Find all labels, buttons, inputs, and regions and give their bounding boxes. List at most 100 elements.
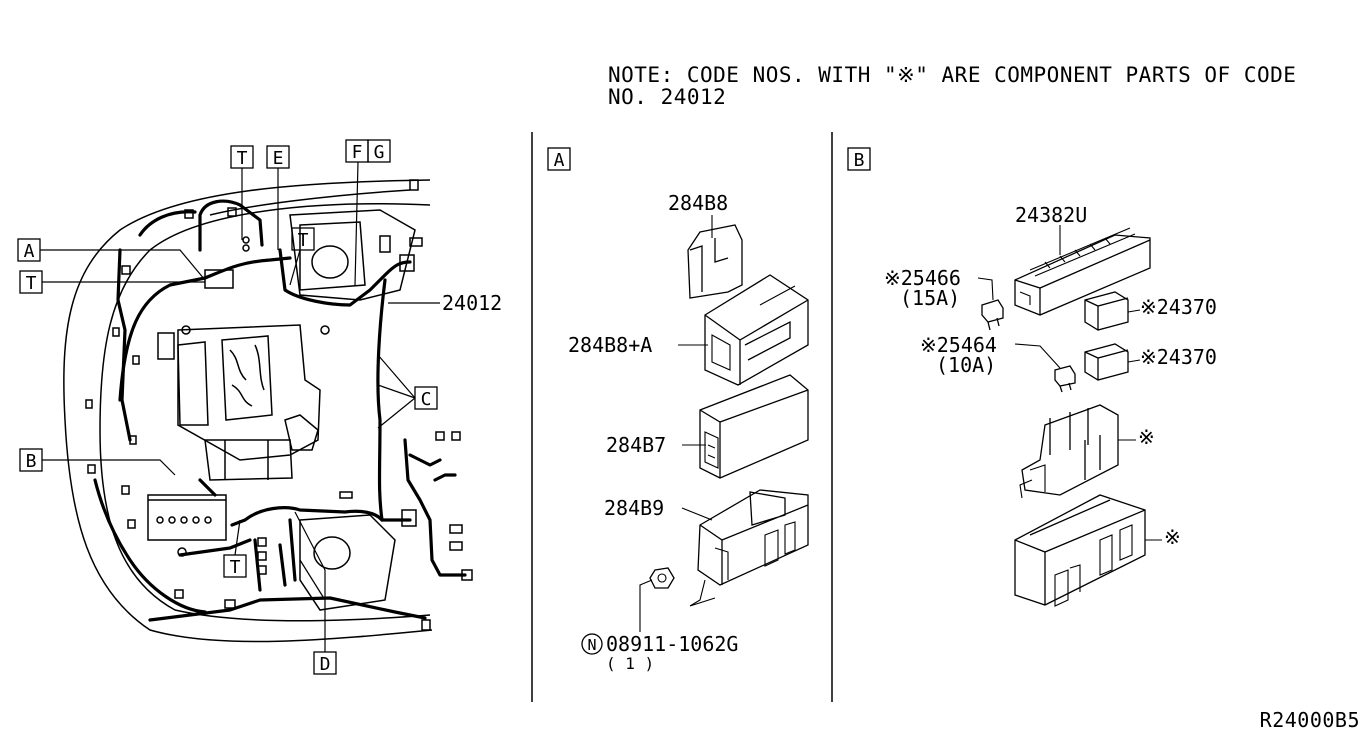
leader-24370-lower	[1127, 359, 1141, 363]
panel-a-title: A	[554, 150, 565, 171]
label-25466-rating: (15A)	[900, 286, 960, 310]
ground-bolt	[320, 325, 330, 335]
part-284B7-terminals	[704, 431, 719, 469]
leader-24370-upper	[1127, 309, 1141, 313]
leader-nut	[639, 579, 653, 632]
harness-right-branch	[403, 438, 467, 577]
callout-box-E	[266, 145, 290, 169]
part-284B8A-slots	[711, 285, 796, 371]
ground-bolt	[181, 325, 191, 335]
leader-25464	[1014, 343, 1061, 369]
intake-manifold	[221, 335, 273, 421]
leader-D2	[299, 559, 326, 601]
upper-cowl	[289, 209, 416, 301]
harness-side-down	[376, 278, 387, 522]
harness-upper-left	[138, 210, 197, 237]
callout-box-B	[19, 448, 43, 472]
connector	[127, 519, 136, 529]
callout-box-T	[230, 145, 254, 169]
nut-symbol-circle	[581, 633, 603, 655]
leader-A	[40, 249, 206, 281]
part-24370-relay-lower	[1084, 343, 1129, 381]
panel-b-labels: B 24382U ※25466 (15A) ※24370 ※25464 (10A…	[854, 150, 1217, 549]
callout-box-A	[17, 238, 41, 262]
harness-upper-run	[198, 199, 264, 252]
label-284B7: 284B7	[606, 433, 666, 457]
connector	[129, 435, 137, 445]
callout-T: T	[237, 148, 248, 169]
engine-block	[177, 324, 321, 461]
leader-C2	[377, 384, 416, 399]
label-25464: ※25464	[920, 333, 997, 357]
panel-a-leaders	[639, 215, 713, 632]
harness-left-down	[93, 478, 207, 614]
intake-runners	[229, 344, 265, 407]
callout-box-T	[291, 227, 315, 251]
leader-F	[354, 161, 359, 286]
part-284B8A-block	[704, 274, 809, 386]
panel-a-labels: A 284B8 284B8+A 284B7 284B9 N 08911-1062…	[554, 150, 739, 673]
connector	[435, 431, 445, 441]
callout-C: C	[421, 389, 432, 410]
callout-boxes	[17, 139, 438, 675]
component-lower-box-clips	[1054, 524, 1133, 607]
label-25466: ※25466	[884, 266, 961, 290]
harness-left-side	[116, 248, 132, 442]
connector	[227, 207, 237, 217]
battery-cell	[204, 516, 212, 524]
connector	[112, 327, 120, 337]
leader-C3	[377, 397, 416, 429]
harness-main-top	[118, 256, 292, 402]
connector	[379, 235, 391, 253]
battery	[147, 494, 227, 541]
component-lower-box	[1014, 494, 1146, 606]
part-25464-fuse	[1054, 365, 1076, 393]
part-25466-fuse	[981, 299, 1004, 331]
note-line2: NO. 24012	[608, 85, 727, 109]
connector	[451, 431, 461, 441]
label-24370-lower: ※24370	[1140, 345, 1217, 369]
component-bracket	[1021, 404, 1119, 496]
callout-letters: T E F G A T T B C D T 24012	[24, 142, 503, 675]
nut-hole	[657, 573, 667, 583]
wiring-harness	[93, 199, 467, 622]
panel-b-leaders	[977, 225, 1162, 541]
part-24382U-block	[1014, 234, 1151, 316]
transaxle	[204, 439, 293, 481]
connector	[409, 179, 419, 191]
connector	[399, 254, 415, 272]
harness-right-branch2	[408, 453, 457, 482]
connector	[121, 265, 131, 275]
callout-leaders	[40, 161, 440, 652]
leader-T-mid	[289, 249, 301, 286]
connector	[184, 209, 194, 219]
leader-25466	[977, 277, 994, 301]
part-284B9-tray	[697, 489, 809, 586]
panel-a-title-box	[547, 147, 571, 171]
part-284B9-clips	[689, 521, 796, 607]
connector	[257, 551, 267, 561]
strut-tower-upper-panel	[299, 221, 366, 291]
callout-box-C	[414, 386, 438, 410]
label-284B9: 284B9	[604, 496, 664, 520]
lower-cowl	[299, 514, 396, 611]
connector	[421, 619, 431, 631]
connector	[257, 565, 267, 575]
engine-front-cover	[177, 341, 209, 426]
callout-box-D	[313, 651, 337, 675]
leader-C1	[377, 354, 416, 399]
connector	[449, 524, 463, 534]
leader-284B9	[681, 507, 713, 521]
callout-E: E	[273, 148, 284, 169]
leader-D1	[294, 511, 326, 652]
note: NOTE: CODE NOS. WITH "※" ARE COMPONENT P…	[608, 64, 1296, 108]
battery-cell	[192, 516, 200, 524]
transaxle-cylinder	[224, 440, 269, 480]
ground-bolt	[242, 236, 250, 244]
connector	[224, 599, 236, 609]
component-mark-bracket: ※	[1138, 425, 1155, 449]
component-bracket-clips	[1019, 464, 1046, 499]
label-24382U: 24382U	[1015, 203, 1087, 227]
panel-b	[847, 147, 1162, 607]
